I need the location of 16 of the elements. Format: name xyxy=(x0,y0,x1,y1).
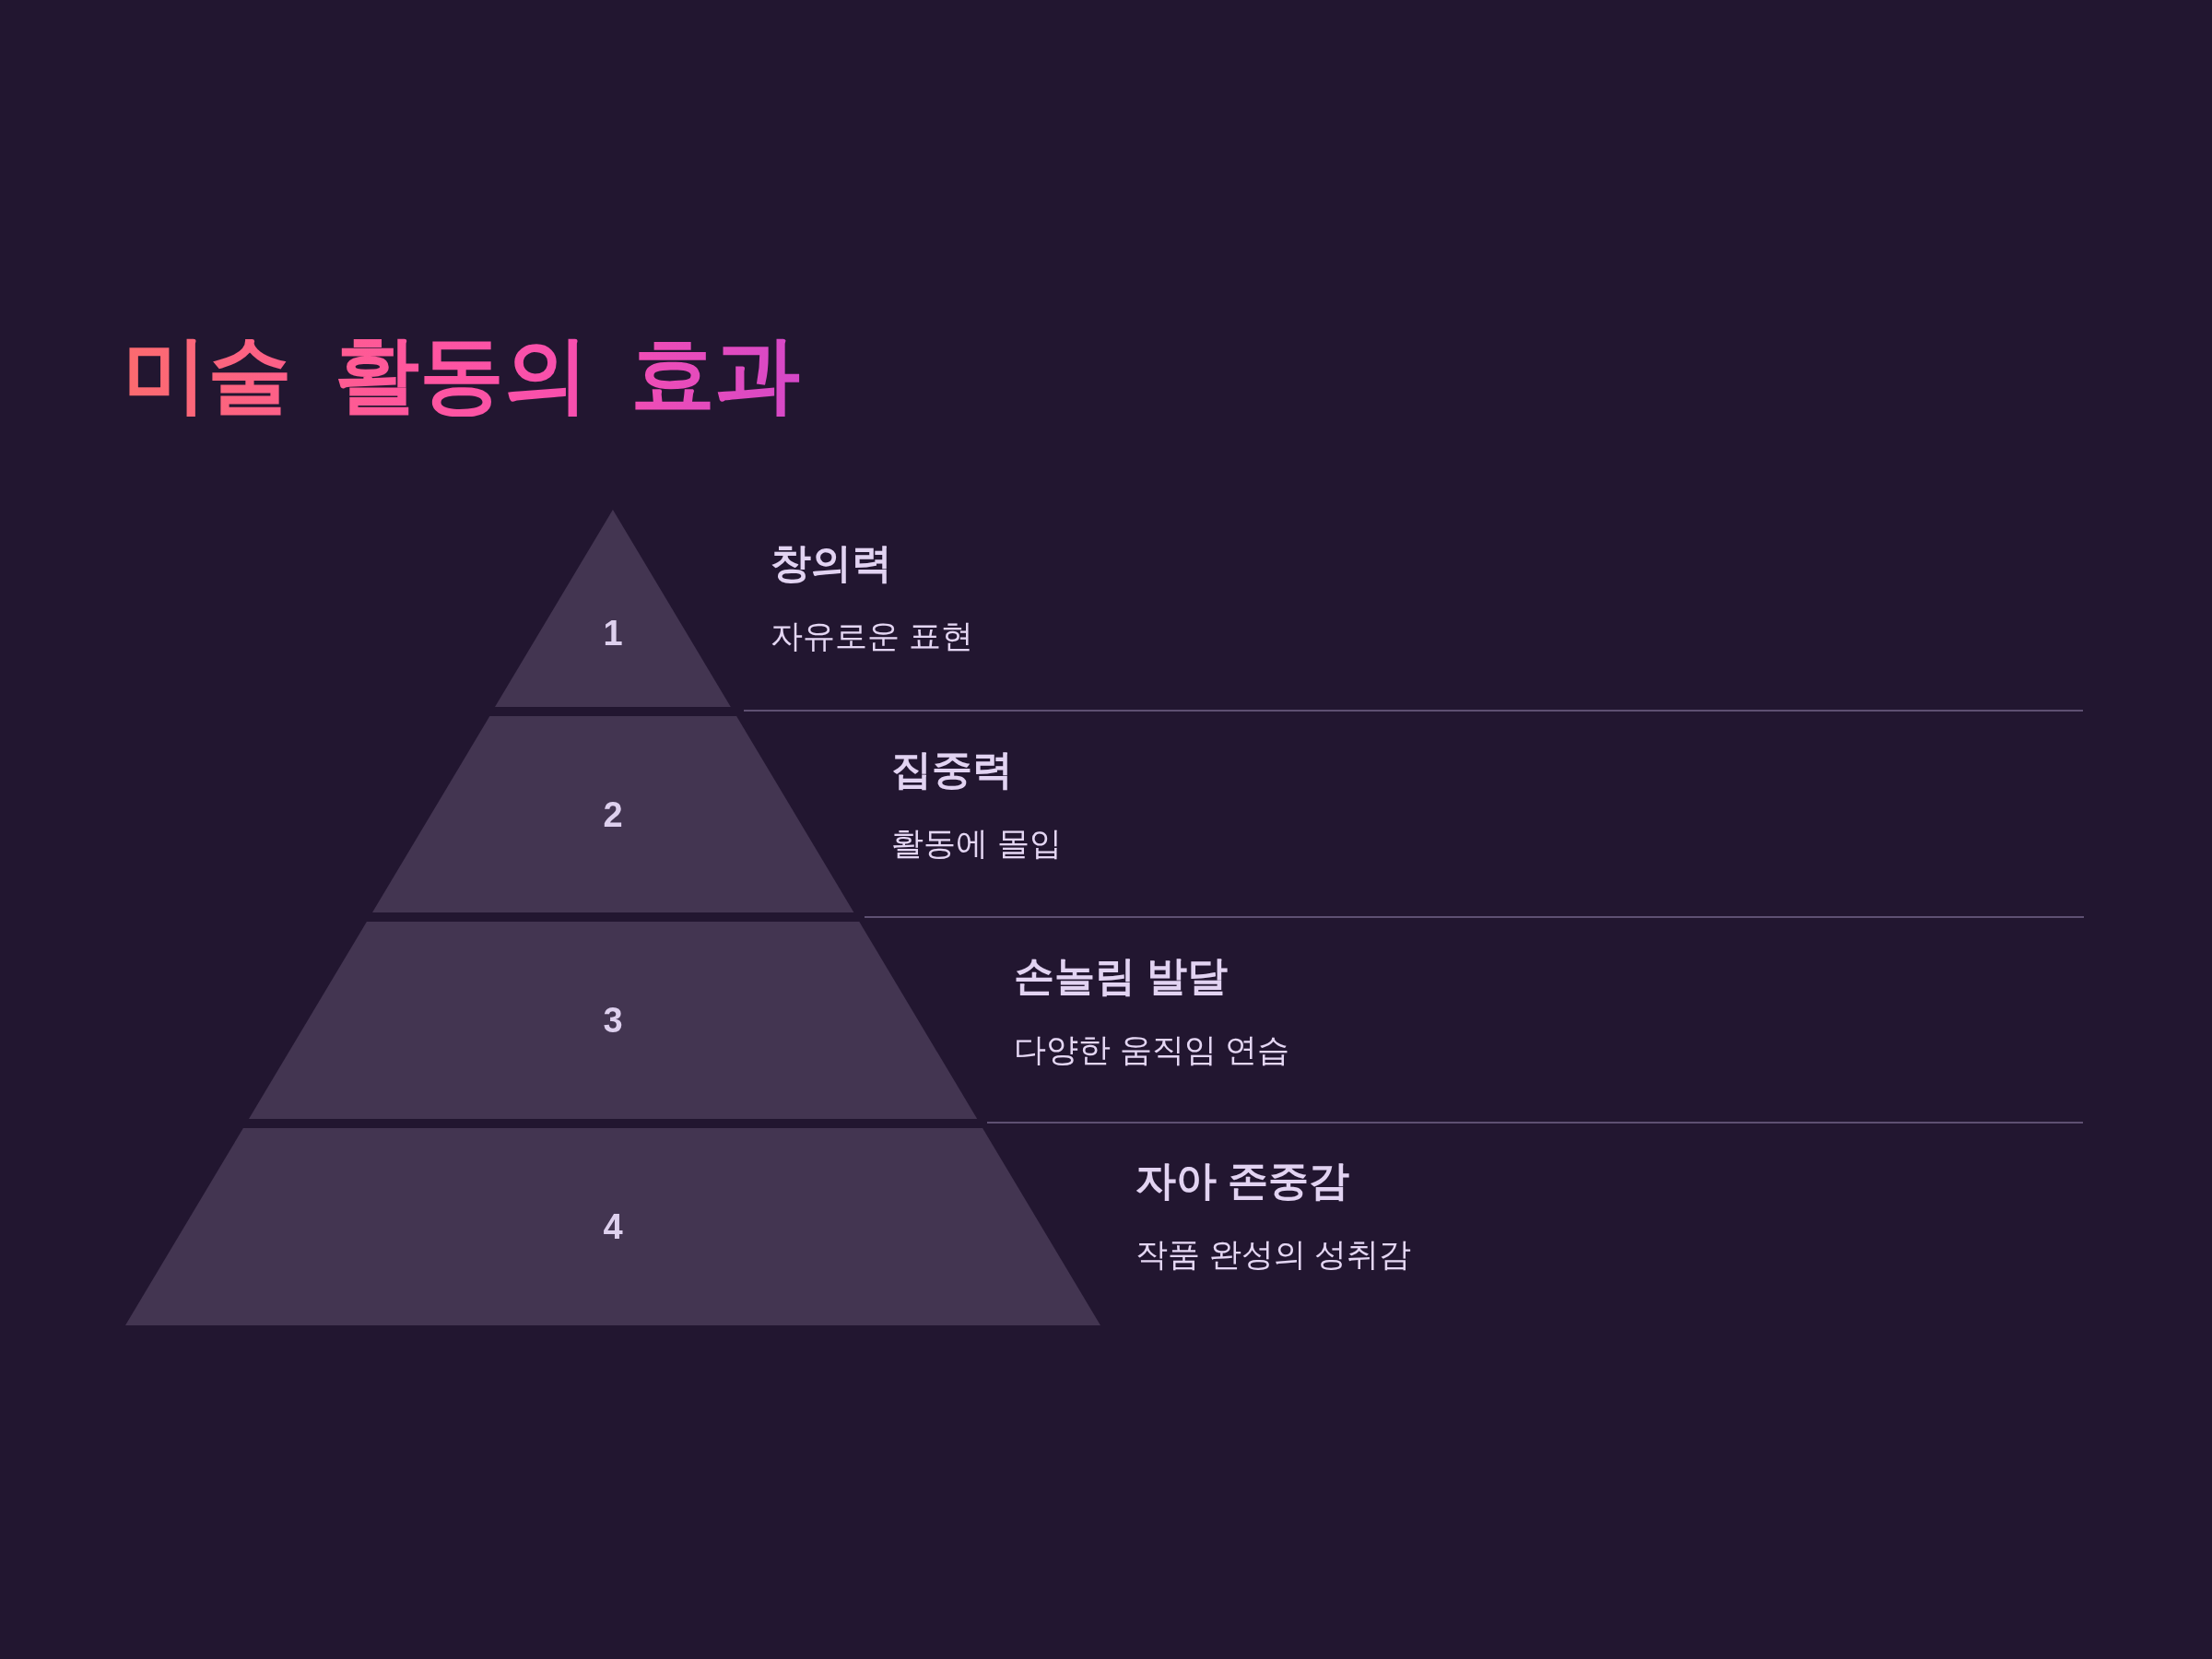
pyramid-tier xyxy=(125,1128,1100,1325)
pyramid-tier xyxy=(248,922,978,1119)
tier-number: 2 xyxy=(603,797,623,832)
tier-description: 다양한 움직임 연습 xyxy=(1014,1031,1290,1069)
tier-description: 자유로운 표현 xyxy=(771,618,973,655)
tier-description: 작품 완성의 성취감 xyxy=(1135,1236,1412,1274)
tier-number: 1 xyxy=(603,616,623,651)
pyramid-tier xyxy=(371,716,854,912)
tier-number: 4 xyxy=(603,1209,623,1244)
tier-heading: 자아 존중감 xyxy=(1135,1158,1350,1205)
tier-heading: 손놀림 발달 xyxy=(1014,953,1229,1000)
tier-heading: 창의력 xyxy=(771,540,892,587)
pyramid-top-triangle xyxy=(495,510,731,707)
tier-description: 활동에 몰입 xyxy=(891,825,1062,863)
tier-number: 3 xyxy=(603,1003,623,1038)
tier-heading: 집중력 xyxy=(891,747,1013,794)
